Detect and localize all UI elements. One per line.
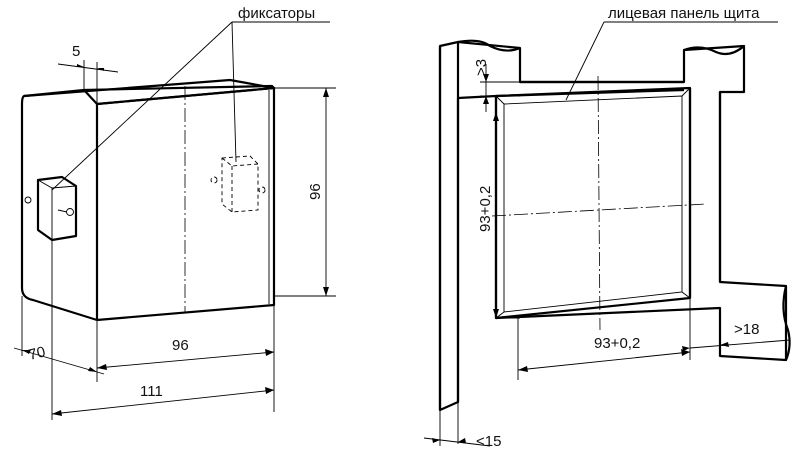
right-rail (688, 88, 722, 298)
latch-side (24, 175, 78, 242)
latches-label: фиксаторы (238, 5, 315, 22)
svg-text:70: 70 (27, 343, 47, 364)
break-mark-left (457, 39, 521, 52)
device-front-face (96, 86, 276, 322)
svg-text:96: 96 (172, 337, 189, 354)
cutout-axis-v (597, 75, 601, 331)
dim-overall-depth: 111 (51, 240, 275, 420)
latch-leader-1 (51, 21, 233, 191)
cutout-inner (503, 95, 683, 313)
dim-frame-side: >18 (682, 308, 791, 352)
dim-depth: 70 (13, 296, 105, 382)
svg-text:5: 5 (72, 43, 80, 60)
device-view: фиксаторы 5 96 70 (13, 5, 336, 420)
svg-text:111: 111 (140, 383, 163, 400)
dim-latch-offset: 5 (57, 43, 119, 104)
panel-thickness-edge (438, 42, 460, 410)
cutout-axis-h (491, 203, 707, 217)
device-housing (20, 88, 99, 322)
dim-front-width: 96 (96, 305, 275, 412)
svg-text:93+0,2: 93+0,2 (477, 186, 494, 232)
front-panel-label: лицевая панель щита (608, 5, 760, 22)
svg-text:<15: <15 (476, 433, 501, 450)
svg-text:96: 96 (307, 183, 324, 200)
top-rail (495, 80, 685, 98)
cutout-window (494, 86, 692, 320)
cutout-depth-bottom (495, 291, 691, 319)
svg-text:>3: >3 (473, 59, 490, 76)
break-mark-right (683, 45, 745, 56)
latch-leader-2 (231, 21, 237, 163)
dim-cutout-height: 93+0,2 (477, 95, 520, 319)
svg-text:93+0,2: 93+0,2 (594, 335, 640, 352)
latch-hidden (210, 155, 266, 213)
panel-view: лицевая панель щита >3 93+0,2 93+0 (423, 5, 791, 450)
break-mark-bottom (782, 285, 791, 361)
dim-frame-top: >3 (473, 59, 520, 112)
dim-panel-thickness: <15 (423, 402, 501, 450)
svg-text:>18: >18 (734, 321, 759, 338)
bezel-top-edge (83, 84, 275, 92)
cutout-depth-top (495, 87, 691, 105)
dim-front-height: 96 (274, 87, 336, 297)
panel-leader (565, 21, 605, 101)
